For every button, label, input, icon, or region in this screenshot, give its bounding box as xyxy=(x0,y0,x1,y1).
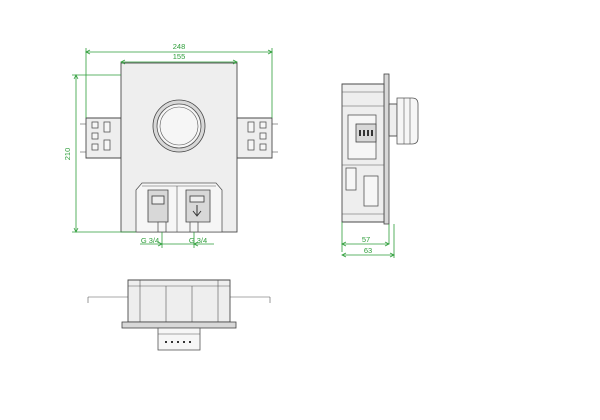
height-label: 210 xyxy=(63,148,72,161)
side-vent-slots xyxy=(359,130,373,136)
valve-body xyxy=(135,182,223,233)
dimension-overall-width: 248 xyxy=(85,42,273,118)
side-view: 57 63 xyxy=(341,73,419,258)
front-view: 248 155 210 G 3/4 G 3/4 xyxy=(63,42,278,248)
connection-left-label: G 3/4 xyxy=(141,236,159,245)
dimension-depth-total: 63 xyxy=(341,224,395,258)
top-thermostat-knob xyxy=(157,327,201,351)
dimension-plate-width: 155 xyxy=(120,52,238,65)
plate-width-label: 155 xyxy=(173,52,186,61)
down-arrow-icon xyxy=(192,205,202,217)
overall-width-label: 248 xyxy=(173,42,186,51)
dimension-depth-inner: 57 xyxy=(341,222,390,252)
top-view xyxy=(87,279,271,351)
right-mounting-bracket xyxy=(236,117,278,159)
dimension-height: 210 xyxy=(63,74,136,233)
thermostat-head xyxy=(388,97,419,145)
depth-total-label: 63 xyxy=(364,246,372,255)
left-mounting-bracket xyxy=(80,117,122,159)
depth-inner-label: 57 xyxy=(362,235,370,244)
connection-right-label: G 3/4 xyxy=(189,236,207,245)
dimension-connections: G 3/4 G 3/4 xyxy=(140,232,214,248)
